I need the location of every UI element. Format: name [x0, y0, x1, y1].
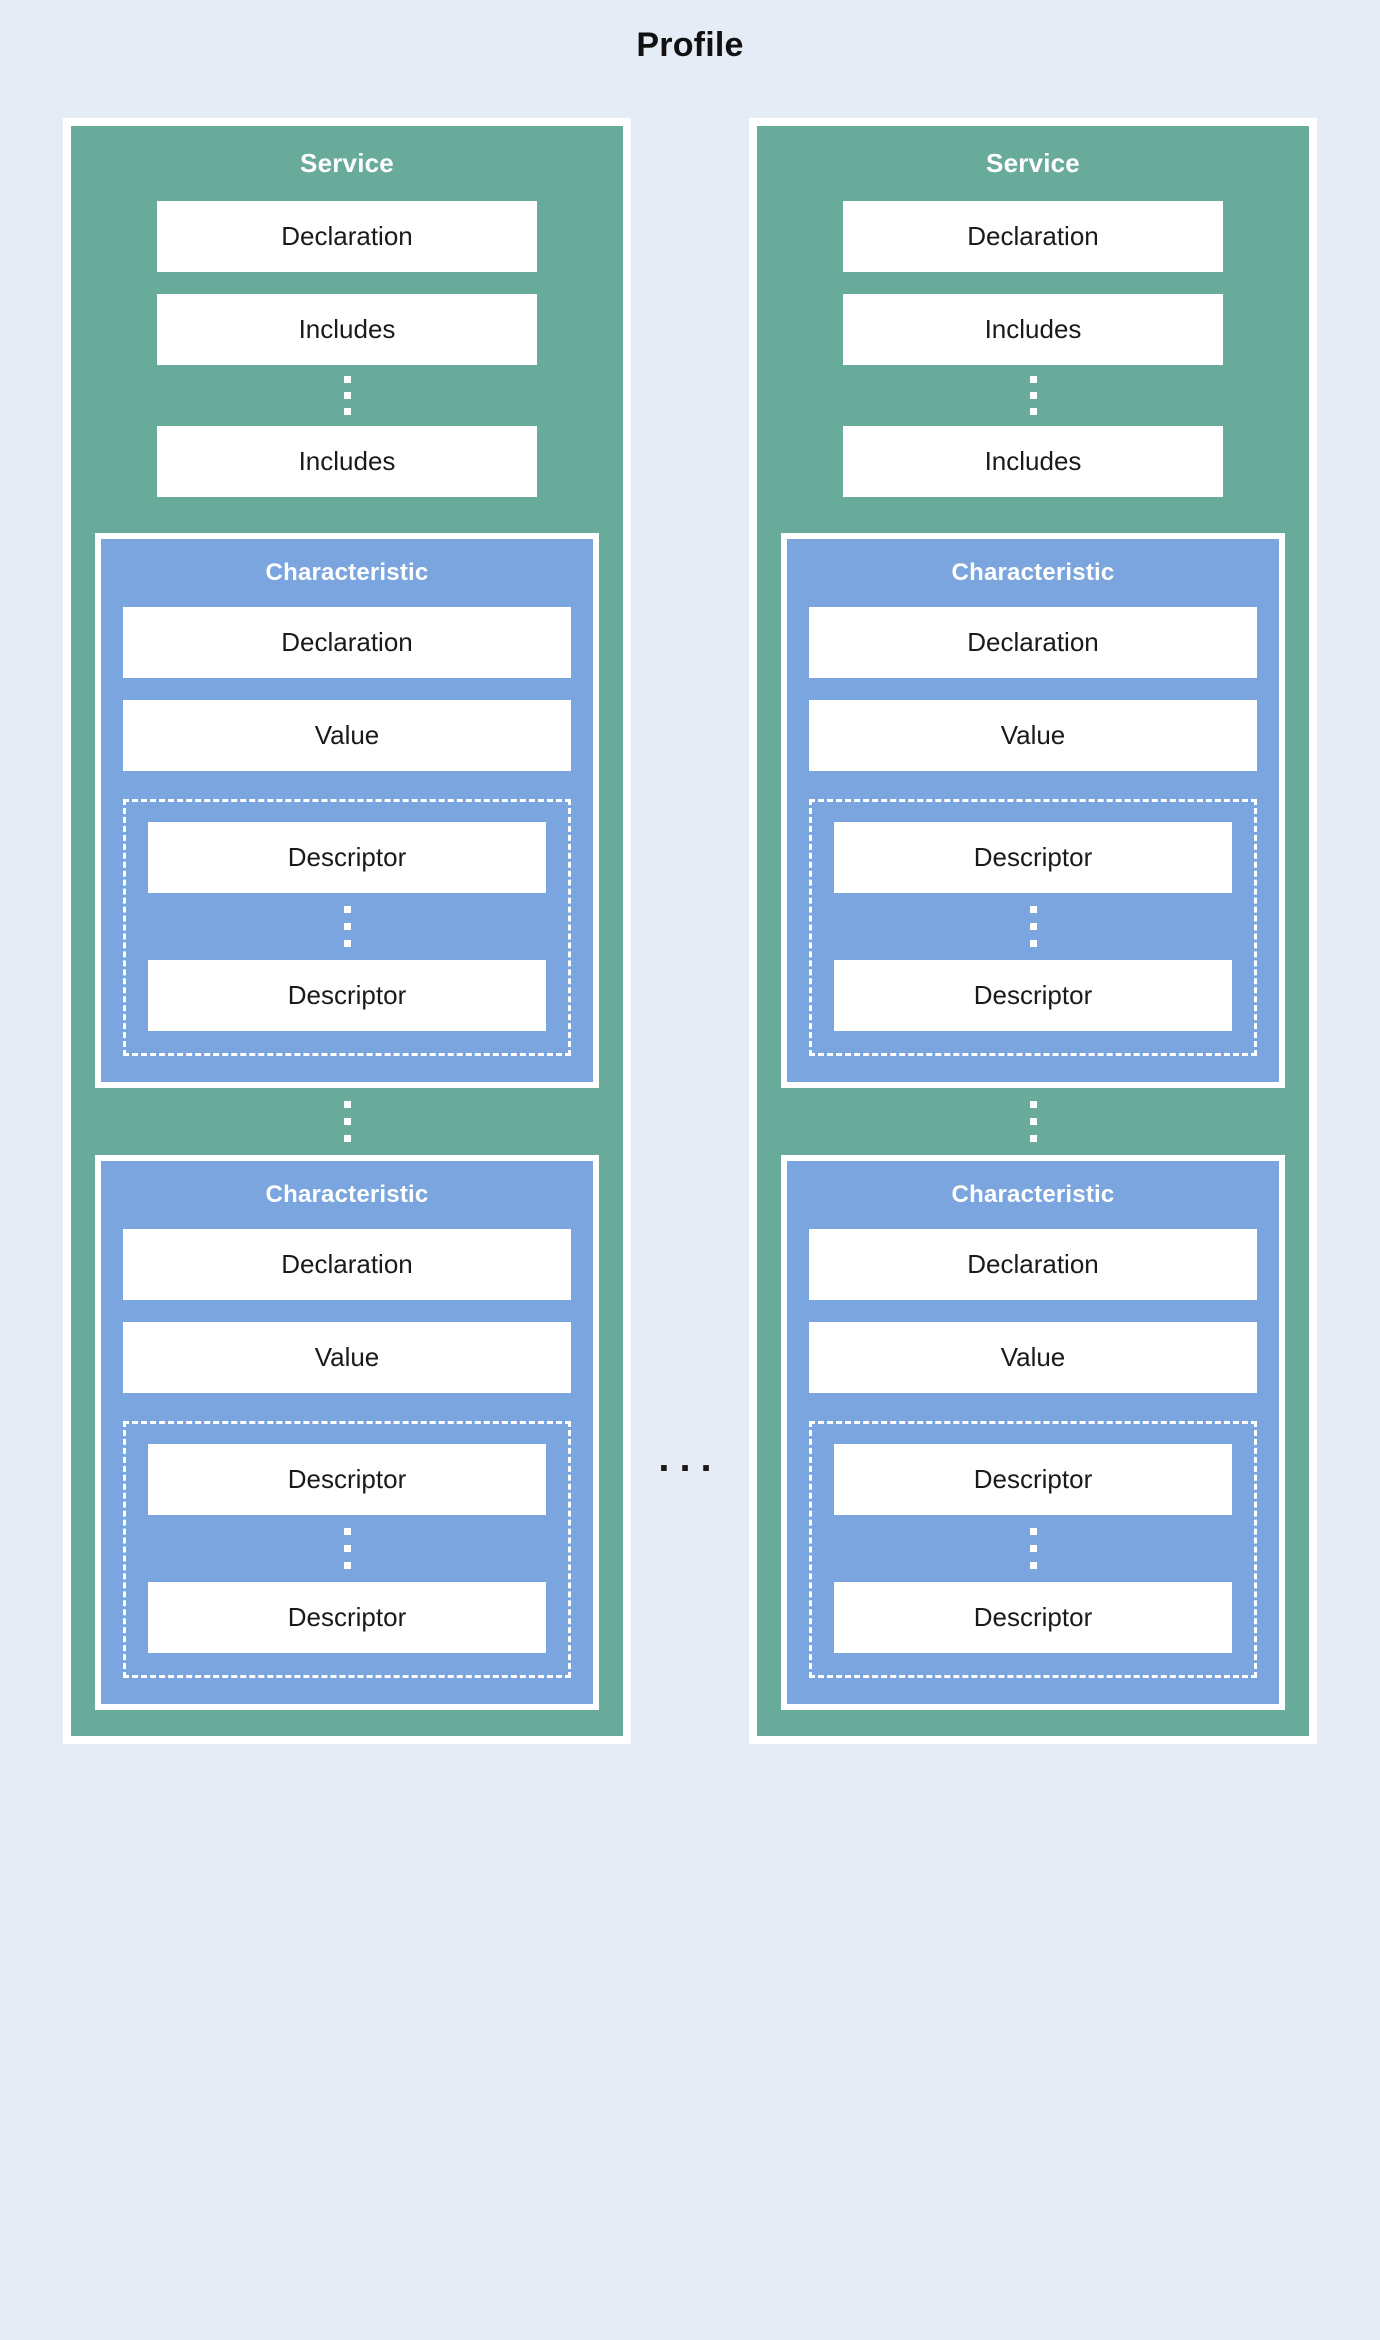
characteristic-container-2: Characteristic Declaration Value Descrip…	[781, 1155, 1285, 1710]
descriptor-box-last: Descriptor	[148, 960, 546, 1031]
ellipsis-dot	[1029, 1118, 1037, 1125]
service-container-1: Service Declaration Includes Includes Ch…	[63, 118, 631, 1744]
vertical-ellipsis-icon	[1029, 1515, 1037, 1582]
descriptor-group: Descriptor Descriptor	[809, 799, 1257, 1056]
ellipsis-dot	[343, 392, 351, 399]
service-declaration-box: Declaration	[157, 201, 537, 272]
ellipsis-dot	[1029, 906, 1037, 913]
descriptor-box-last: Descriptor	[834, 960, 1232, 1031]
vertical-ellipsis-icon	[343, 893, 351, 960]
descriptor-group: Descriptor Descriptor	[809, 1421, 1257, 1678]
ellipsis-dot	[1029, 923, 1037, 930]
characteristic-declaration-box: Declaration	[809, 1229, 1257, 1300]
ellipsis-dot	[1029, 1528, 1037, 1535]
ellipsis-dot	[343, 923, 351, 930]
page-title: Profile	[636, 26, 744, 64]
service-includes-box-first: Includes	[843, 294, 1223, 365]
characteristic-title: Characteristic	[265, 1181, 429, 1208]
service-container-2: Service Declaration Includes Includes Ch…	[749, 118, 1317, 1744]
descriptor-box-last: Descriptor	[148, 1582, 546, 1653]
characteristic-declaration-box: Declaration	[123, 1229, 571, 1300]
ellipsis-dot	[1029, 1101, 1037, 1108]
characteristic-value-box: Value	[809, 1322, 1257, 1393]
ellipsis-dot	[343, 906, 351, 913]
ellipsis-dot	[343, 1562, 351, 1569]
ellipsis-dot	[1029, 1135, 1037, 1142]
descriptor-box-first: Descriptor	[148, 1444, 546, 1515]
ellipsis-dot	[1029, 376, 1037, 383]
descriptor-box-first: Descriptor	[148, 822, 546, 893]
characteristic-title: Characteristic	[951, 1181, 1115, 1208]
service-title: Service	[300, 148, 394, 178]
service-declaration-box: Declaration	[843, 201, 1223, 272]
ellipsis-dot	[343, 1118, 351, 1125]
characteristic-value-box: Value	[123, 700, 571, 771]
ellipsis-dot	[343, 1101, 351, 1108]
vertical-ellipsis-icon	[343, 1515, 351, 1582]
characteristic-container-2: Characteristic Declaration Value Descrip…	[95, 1155, 599, 1710]
ellipsis-dot	[343, 1135, 351, 1142]
ellipsis-dot	[1029, 408, 1037, 415]
ellipsis-dot	[343, 408, 351, 415]
characteristic-title: Characteristic	[265, 559, 429, 586]
descriptor-group: Descriptor Descriptor	[123, 1421, 571, 1678]
ellipsis-dot	[343, 1545, 351, 1552]
service-includes-box-last: Includes	[157, 426, 537, 497]
service-includes-box-first: Includes	[157, 294, 537, 365]
ellipsis-dot	[1029, 1545, 1037, 1552]
descriptor-box-first: Descriptor	[834, 1444, 1232, 1515]
service-includes-box-last: Includes	[843, 426, 1223, 497]
ellipsis-dot	[343, 940, 351, 947]
vertical-ellipsis-icon	[343, 365, 351, 426]
characteristic-container-1: Characteristic Declaration Value Descrip…	[95, 533, 599, 1088]
vertical-ellipsis-icon	[1029, 1088, 1037, 1155]
ellipsis-dot	[1029, 392, 1037, 399]
vertical-ellipsis-icon	[343, 1088, 351, 1155]
characteristic-title: Characteristic	[951, 559, 1115, 586]
service-title: Service	[986, 148, 1080, 178]
ellipsis-dot	[343, 376, 351, 383]
descriptor-box-first: Descriptor	[834, 822, 1232, 893]
ellipsis-dot	[1029, 1562, 1037, 1569]
characteristic-value-box: Value	[809, 700, 1257, 771]
characteristic-value-box: Value	[123, 1322, 571, 1393]
column-gap: ...	[631, 118, 749, 1744]
characteristic-declaration-box: Declaration	[123, 607, 571, 678]
descriptor-group: Descriptor Descriptor	[123, 799, 571, 1056]
vertical-ellipsis-icon	[1029, 893, 1037, 960]
service-columns: Service Declaration Includes Includes Ch…	[0, 118, 1380, 1744]
vertical-ellipsis-icon	[1029, 365, 1037, 426]
characteristic-declaration-box: Declaration	[809, 607, 1257, 678]
ellipsis-dot	[343, 1528, 351, 1535]
horizontal-ellipsis-icon: ...	[658, 1436, 722, 1480]
descriptor-box-last: Descriptor	[834, 1582, 1232, 1653]
ellipsis-dot	[1029, 940, 1037, 947]
characteristic-container-1: Characteristic Declaration Value Descrip…	[781, 533, 1285, 1088]
